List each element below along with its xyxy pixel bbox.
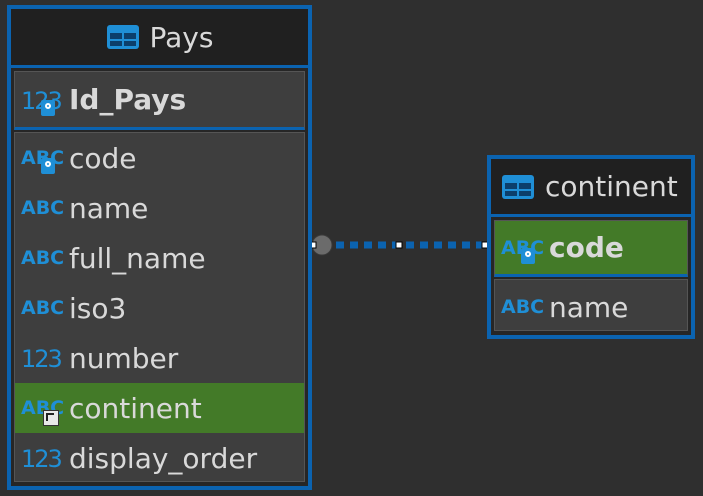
attribute-row[interactable]: ABC code — [15, 133, 304, 183]
attribute-row[interactable]: ABC name — [495, 280, 687, 334]
numeric-icon: 123 — [21, 345, 63, 373]
table-icon — [502, 174, 534, 199]
key-label: code — [549, 231, 624, 264]
attribute-label: display_order — [69, 441, 258, 475]
attribute-row[interactable]: 123 display_order — [15, 433, 304, 483]
text-key-icon: ABC — [21, 142, 65, 174]
attribute-list: ABC name — [494, 279, 688, 331]
attribute-row[interactable]: ABC full_name — [15, 233, 304, 283]
attribute-row[interactable]: ABC name — [15, 183, 304, 233]
attribute-label: full_name — [69, 241, 206, 275]
attribute-row[interactable]: 123 number — [15, 333, 304, 383]
attribute-row-selected[interactable]: ABC continent — [15, 383, 304, 433]
attribute-label: number — [69, 341, 179, 375]
text-icon: ABC — [21, 247, 65, 269]
text-icon: ABC — [501, 296, 545, 318]
text-icon: ABC — [21, 297, 65, 319]
text-icon: ABC — [21, 197, 65, 219]
entity-continent[interactable]: continent ABC code ABC name — [487, 155, 695, 339]
entity-pays[interactable]: Pays 123 Id_Pays ABC code ABC name — [7, 5, 312, 490]
text-foreign-key-icon: ABC — [21, 392, 65, 426]
numeric-icon: 123 — [21, 445, 63, 473]
entity-header[interactable]: Pays — [11, 9, 308, 68]
attribute-label: continent — [69, 391, 202, 425]
attribute-label: name — [69, 191, 149, 225]
text-key-icon: ABC — [501, 232, 545, 264]
attribute-label: name — [549, 290, 629, 324]
key-row[interactable]: 123 Id_Pays — [15, 72, 304, 127]
attribute-label: code — [69, 141, 137, 175]
key-label: Id_Pays — [69, 83, 187, 116]
table-icon — [106, 25, 139, 49]
key-section: 123 Id_Pays — [14, 71, 305, 130]
entity-header[interactable]: continent — [491, 159, 691, 217]
entity-title: Pays — [149, 20, 214, 54]
attribute-row[interactable]: ABC iso3 — [15, 283, 304, 333]
attribute-list: ABC code ABC name ABC full_name ABC iso3 — [14, 132, 305, 482]
key-row-selected[interactable]: ABC code — [495, 221, 687, 274]
attribute-label: iso3 — [69, 291, 127, 325]
numeric-key-icon: 123 — [21, 84, 65, 116]
key-section: ABC code — [494, 220, 688, 277]
entity-title: continent — [545, 170, 678, 203]
